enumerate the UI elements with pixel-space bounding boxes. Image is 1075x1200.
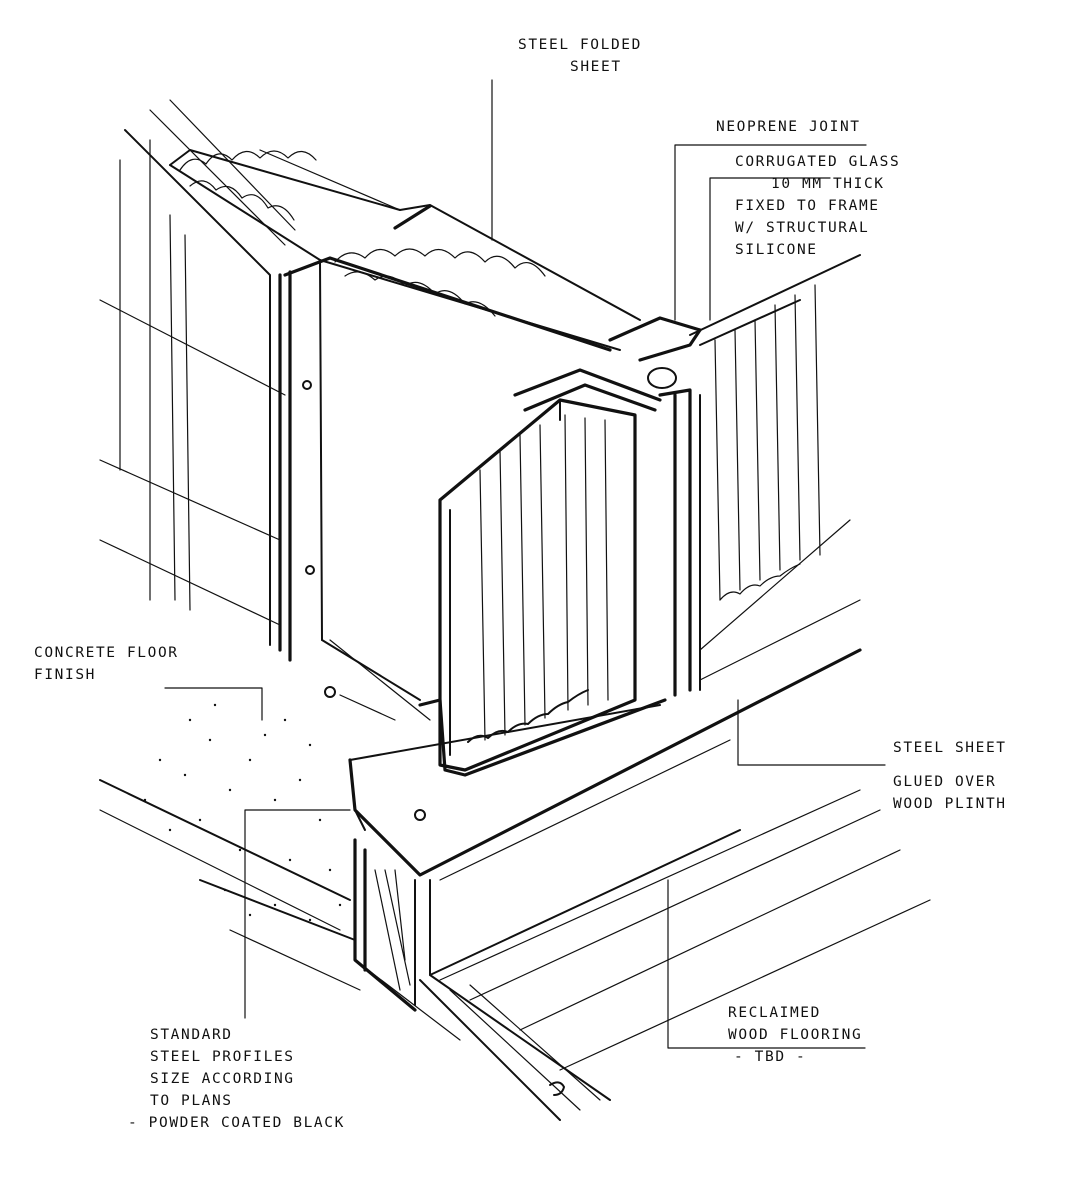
label-line: STANDARD	[150, 1027, 233, 1043]
label-line: TO PLANS	[150, 1093, 233, 1109]
label-line: 10 MM THICK	[771, 176, 885, 192]
label-line: CONCRETE FLOOR	[34, 645, 179, 661]
leader-glass	[709, 177, 831, 321]
channel-bolt	[414, 809, 426, 821]
base-steel-channel	[348, 648, 862, 877]
label-line: - POWDER COATED BLACK	[128, 1115, 345, 1131]
label-steel-sheet: STEEL SHEET	[893, 737, 1007, 759]
leader-wood	[667, 879, 866, 1049]
bolt-upper	[302, 380, 312, 390]
label-line: W/ STRUCTURAL	[735, 220, 870, 236]
label-line: STEEL PROFILES	[150, 1049, 295, 1065]
label-steel-profiles: STANDARD STEEL PROFILES SIZE ACCORDING T…	[128, 1024, 345, 1134]
label-line: RECLAIMED	[728, 1005, 821, 1021]
label-line: NEOPRENE JOINT	[716, 119, 861, 135]
bolt-lower	[305, 565, 315, 575]
label-line: GLUED OVER	[893, 774, 997, 790]
neoprene-block	[647, 367, 677, 389]
label-line: FIXED TO FRAME	[735, 198, 880, 214]
leader-profiles	[244, 809, 351, 1019]
wall-panels	[99, 99, 401, 646]
label-glued-over: GLUED OVER WOOD PLINTH	[893, 771, 1007, 815]
wood-plinth	[353, 739, 741, 1012]
wood-flooring	[419, 789, 931, 1121]
label-neoprene-joint: NEOPRENE JOINT	[716, 116, 861, 138]
label-line: STEEL FOLDED	[518, 37, 642, 53]
label-line: WOOD PLINTH	[893, 796, 1007, 812]
label-line: SILICONE	[735, 242, 818, 258]
label-concrete-floor: CONCRETE FLOOR FINISH	[34, 642, 179, 686]
label-line: SHEET	[570, 59, 622, 75]
label-line: STEEL SHEET	[893, 740, 1007, 756]
central-glass-pane	[438, 398, 637, 772]
label-line: SIZE ACCORDING	[150, 1071, 295, 1087]
leader-concrete	[164, 687, 263, 721]
label-corrugated-glass: CORRUGATED GLASS 10 MM THICK FIXED TO FR…	[735, 151, 900, 261]
anchor-bolt	[324, 686, 336, 698]
top-beam-insulation	[169, 149, 641, 352]
corrugated-glass-wall	[689, 254, 861, 681]
label-line: - TBD -	[734, 1049, 807, 1065]
steel-frame-posts	[513, 316, 702, 697]
label-line: WOOD FLOORING	[728, 1027, 863, 1043]
label-line: CORRUGATED GLASS	[735, 154, 901, 170]
label-steel-folded-sheet: STEEL FOLDED SHEET	[518, 34, 642, 78]
label-line: FINISH	[34, 667, 96, 683]
leader-neoprene	[674, 144, 867, 321]
front-steel-plate	[278, 261, 431, 721]
leader-steel-sheet	[737, 699, 886, 766]
label-reclaimed-wood: RECLAIMED WOOD FLOORING - TBD -	[728, 1002, 862, 1068]
leader-lines	[164, 79, 886, 1049]
concrete-stipple	[143, 703, 342, 922]
